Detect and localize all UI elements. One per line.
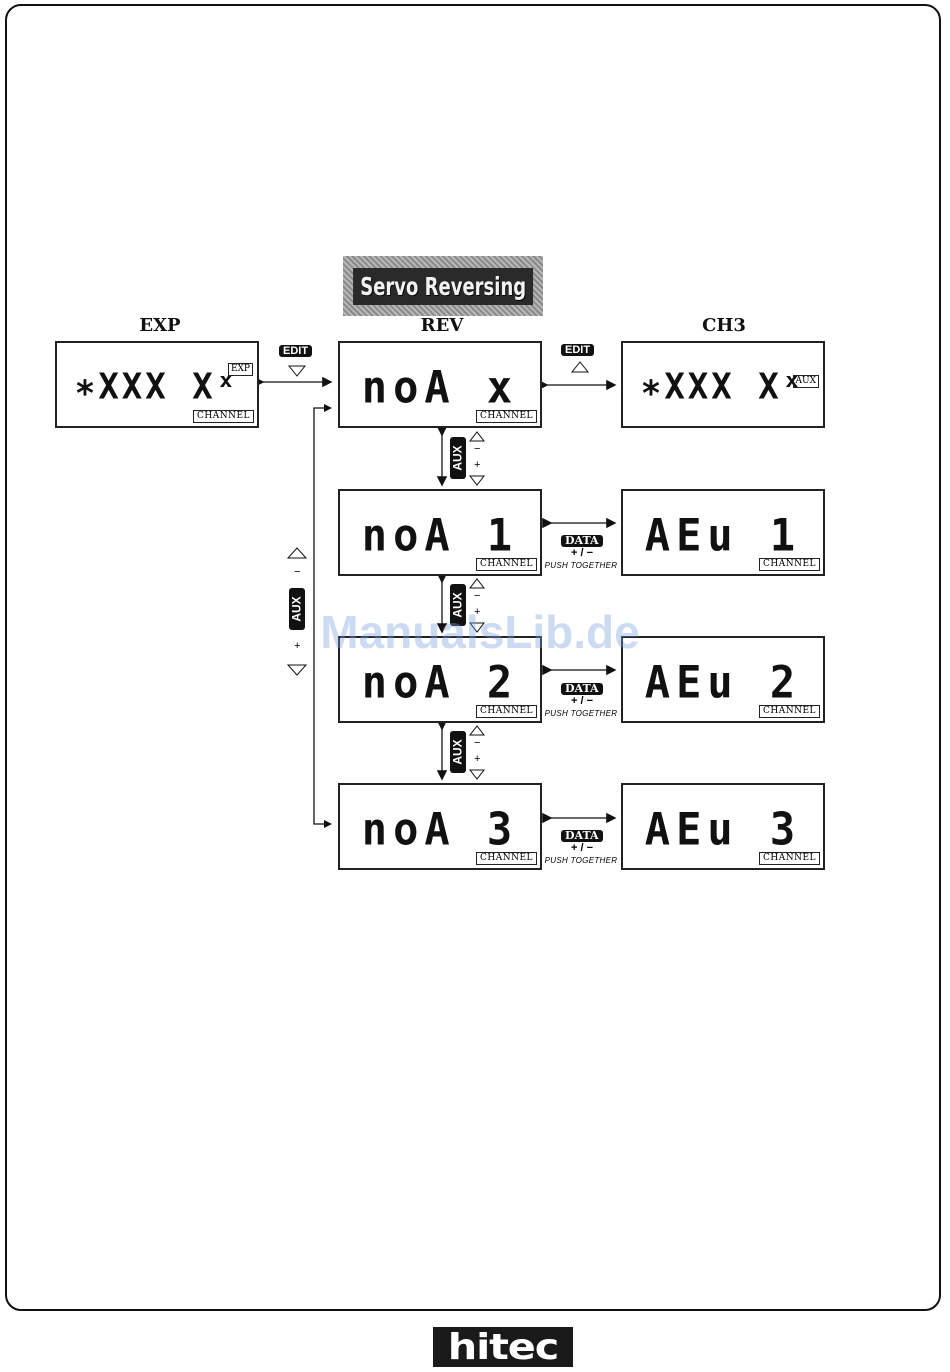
data-button-2[interactable]: DATA — [561, 683, 603, 695]
lcd-aev-3-tag: CHANNEL — [759, 852, 820, 865]
aux-1-minus: − — [474, 443, 480, 455]
watermark: ManualsLib.de — [280, 605, 680, 659]
lcd-rev-1: noA 1 CHANNEL — [338, 489, 542, 576]
aux-button-3[interactable]: AUX — [450, 731, 466, 773]
lcd-rev-3-tag: CHANNEL — [476, 852, 537, 865]
data-button-1[interactable]: DATA — [561, 535, 603, 547]
aux-button-3-label: AUX — [451, 739, 465, 764]
lcd-rev-value: noA x — [340, 362, 540, 413]
lcd-aev-1-tag: CHANNEL — [759, 558, 820, 571]
lcd-rev-1-tag: CHANNEL — [476, 558, 537, 571]
aux-loop-minus: − — [294, 566, 300, 578]
data-2-plusminus: + / − — [552, 695, 612, 707]
lcd-rev-2-tag: CHANNEL — [476, 705, 537, 718]
lcd-exp-mode: EXP — [228, 363, 253, 376]
brand-logo: hitec — [433, 1327, 573, 1367]
lcd-aev-1-value: AEu 1 — [623, 510, 823, 561]
edit-button-down[interactable]: EDIT — [279, 345, 312, 357]
brand-logo-text: hitec — [448, 1327, 558, 1368]
aux-2-minus: − — [474, 590, 480, 602]
lcd-aev-2-value: AEu 2 — [623, 657, 823, 708]
lcd-rev-1-value: noA 1 — [340, 510, 540, 561]
aux-button-1-label: AUX — [451, 445, 465, 470]
lcd-aev-1: AEu 1 CHANNEL — [621, 489, 825, 576]
lcd-aev-2-tag: CHANNEL — [759, 705, 820, 718]
lcd-aev-3: AEu 3 CHANNEL — [621, 783, 825, 870]
lcd-rev-2-value: noA 2 — [340, 657, 540, 708]
lcd-aev-3-value: AEu 3 — [623, 804, 823, 855]
lcd-ch3: ∗XXX Xˣ AUX — [621, 341, 825, 428]
data-2-push-together: PUSH TOGETHER — [541, 709, 621, 718]
data-3-plusminus: + / − — [552, 842, 612, 854]
lcd-exp: ∗XXX Xˣ EXP CHANNEL — [55, 341, 259, 428]
lcd-exp-tag: CHANNEL — [193, 410, 254, 423]
aux-1-plus: + — [474, 459, 480, 471]
aux-3-minus: − — [474, 737, 480, 749]
data-button-3[interactable]: DATA — [561, 830, 603, 842]
lcd-rev-tag: CHANNEL — [476, 410, 537, 423]
lcd-ch3-mode: AUX — [793, 375, 820, 388]
aux-button-1[interactable]: AUX — [450, 437, 466, 479]
lcd-rev-3: noA 3 CHANNEL — [338, 783, 542, 870]
aux-3-plus: + — [474, 753, 480, 765]
data-1-plusminus: + / − — [552, 547, 612, 559]
lcd-rev: noA x CHANNEL — [338, 341, 542, 428]
lcd-rev-3-value: noA 3 — [340, 804, 540, 855]
data-3-push-together: PUSH TOGETHER — [541, 856, 621, 865]
data-1-push-together: PUSH TOGETHER — [541, 561, 621, 570]
edit-button-up[interactable]: EDIT — [561, 344, 594, 356]
